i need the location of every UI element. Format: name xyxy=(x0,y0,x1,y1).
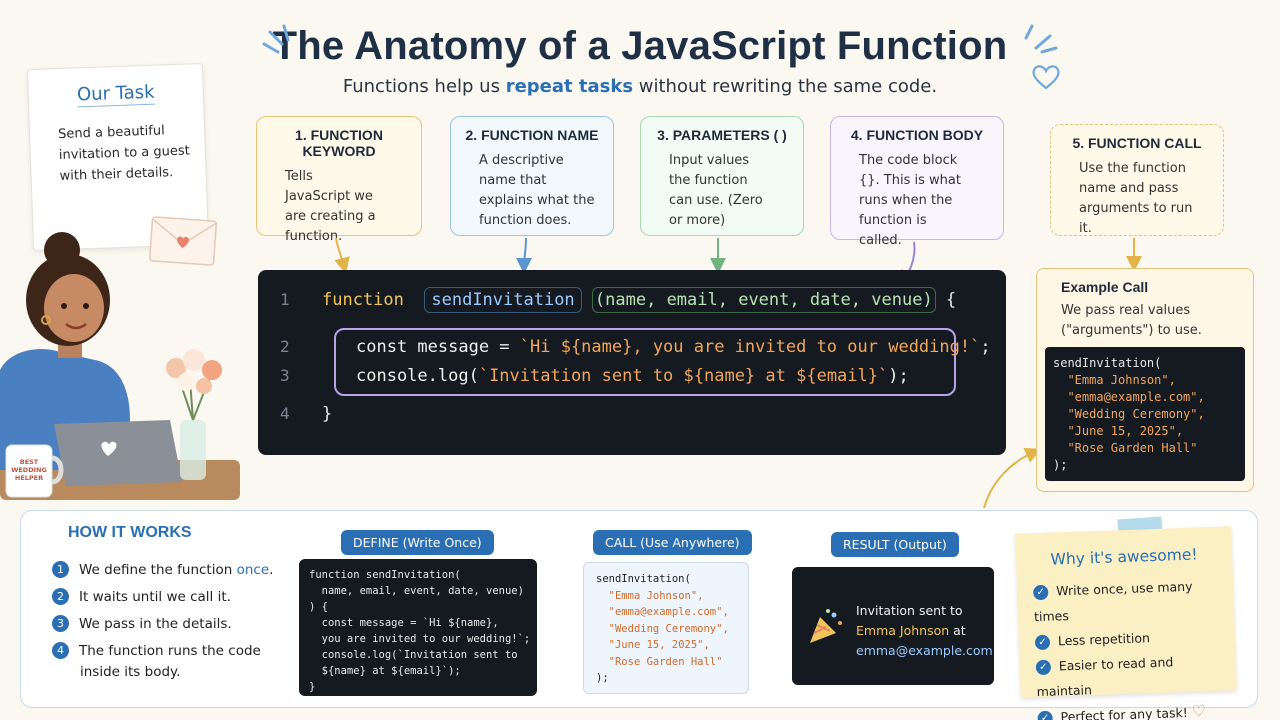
sparkle-left-icon xyxy=(262,24,290,54)
svg-text:WEDDING: WEDDING xyxy=(11,466,47,474)
code-keyword: function xyxy=(322,290,404,310)
check-icon: ✓ xyxy=(1035,659,1052,676)
define-code: function sendInvitation( name, email, ev… xyxy=(299,559,537,696)
code-line-4: } xyxy=(322,404,333,424)
code-parameters: (name, email, event, date, venue) xyxy=(591,287,936,313)
check-icon: ✓ xyxy=(1033,584,1049,601)
mug-text: BEST xyxy=(20,458,39,466)
person-illustration: BEST WEDDING HELPER xyxy=(0,232,240,500)
subtitle-highlight: repeat tasks xyxy=(505,76,634,97)
check-icon: ✓ xyxy=(1034,634,1051,651)
card-function-keyword: 1. FUNCTION KEYWORD Tells JavaScript we … xyxy=(256,116,422,244)
example-code: sendInvitation( "Emma Johnson", "emma@ex… xyxy=(1045,347,1245,481)
define-label: DEFINE (Write Once) xyxy=(341,530,494,555)
code-line-1: function sendInvitation (name, email, ev… xyxy=(322,287,956,313)
code-line-3: console.log(`Invitation sent to ${name} … xyxy=(356,366,909,386)
heart-icon: ♡ xyxy=(1191,701,1207,720)
why-item: ✓Easier to read and maintain xyxy=(1035,654,1174,700)
card-function-body: 4. FUNCTION BODY The code block {}. This… xyxy=(830,116,1004,248)
page-subtitle: Functions help us repeat tasks without r… xyxy=(342,76,938,97)
sparkle-right-icon xyxy=(1024,24,1058,54)
svg-text:HELPER: HELPER xyxy=(15,474,43,482)
why-title: Why it's awesome! xyxy=(1050,545,1198,569)
why-item: ✓Write once, use many times xyxy=(1033,578,1193,625)
card-parameters: 3. PARAMETERS ( ) Input values the funct… xyxy=(640,116,804,236)
party-popper-icon xyxy=(810,609,842,643)
result-label: RESULT (Output) xyxy=(831,532,959,557)
call-label: CALL (Use Anywhere) xyxy=(593,530,752,555)
code-line-2: const message = `Hi ${name}, you are inv… xyxy=(356,337,991,357)
call-code: sendInvitation( "Emma Johnson", "emma@ex… xyxy=(583,562,749,694)
code-function-name: sendInvitation xyxy=(424,287,582,313)
card-function-name: 2. FUNCTION NAME A descriptive name that… xyxy=(450,116,614,236)
code-editor: 1 2 3 4 function sendInvitation (name, e… xyxy=(258,270,1006,455)
card-function-call: 5. FUNCTION CALL Use the function name a… xyxy=(1050,124,1224,236)
check-icon: ✓ xyxy=(1037,710,1053,720)
heart-outline-icon xyxy=(1032,65,1060,90)
page-title: The Anatomy of a JavaScript Function xyxy=(272,24,1008,68)
how-it-works-title: HOW IT WORKS xyxy=(68,524,192,541)
envelope-icon xyxy=(148,216,218,266)
example-text: We pass real values ("arguments") to use… xyxy=(1061,303,1202,338)
result-output: Invitation sent to Emma Johnson at emma@… xyxy=(792,567,994,685)
function-body-highlight xyxy=(334,328,956,396)
why-awesome-note: Why it's awesome! ✓Write once, use many … xyxy=(1015,526,1237,720)
example-call-card: Example Call We pass real values ("argum… xyxy=(1036,268,1254,492)
example-title: Example Call xyxy=(1061,279,1149,295)
